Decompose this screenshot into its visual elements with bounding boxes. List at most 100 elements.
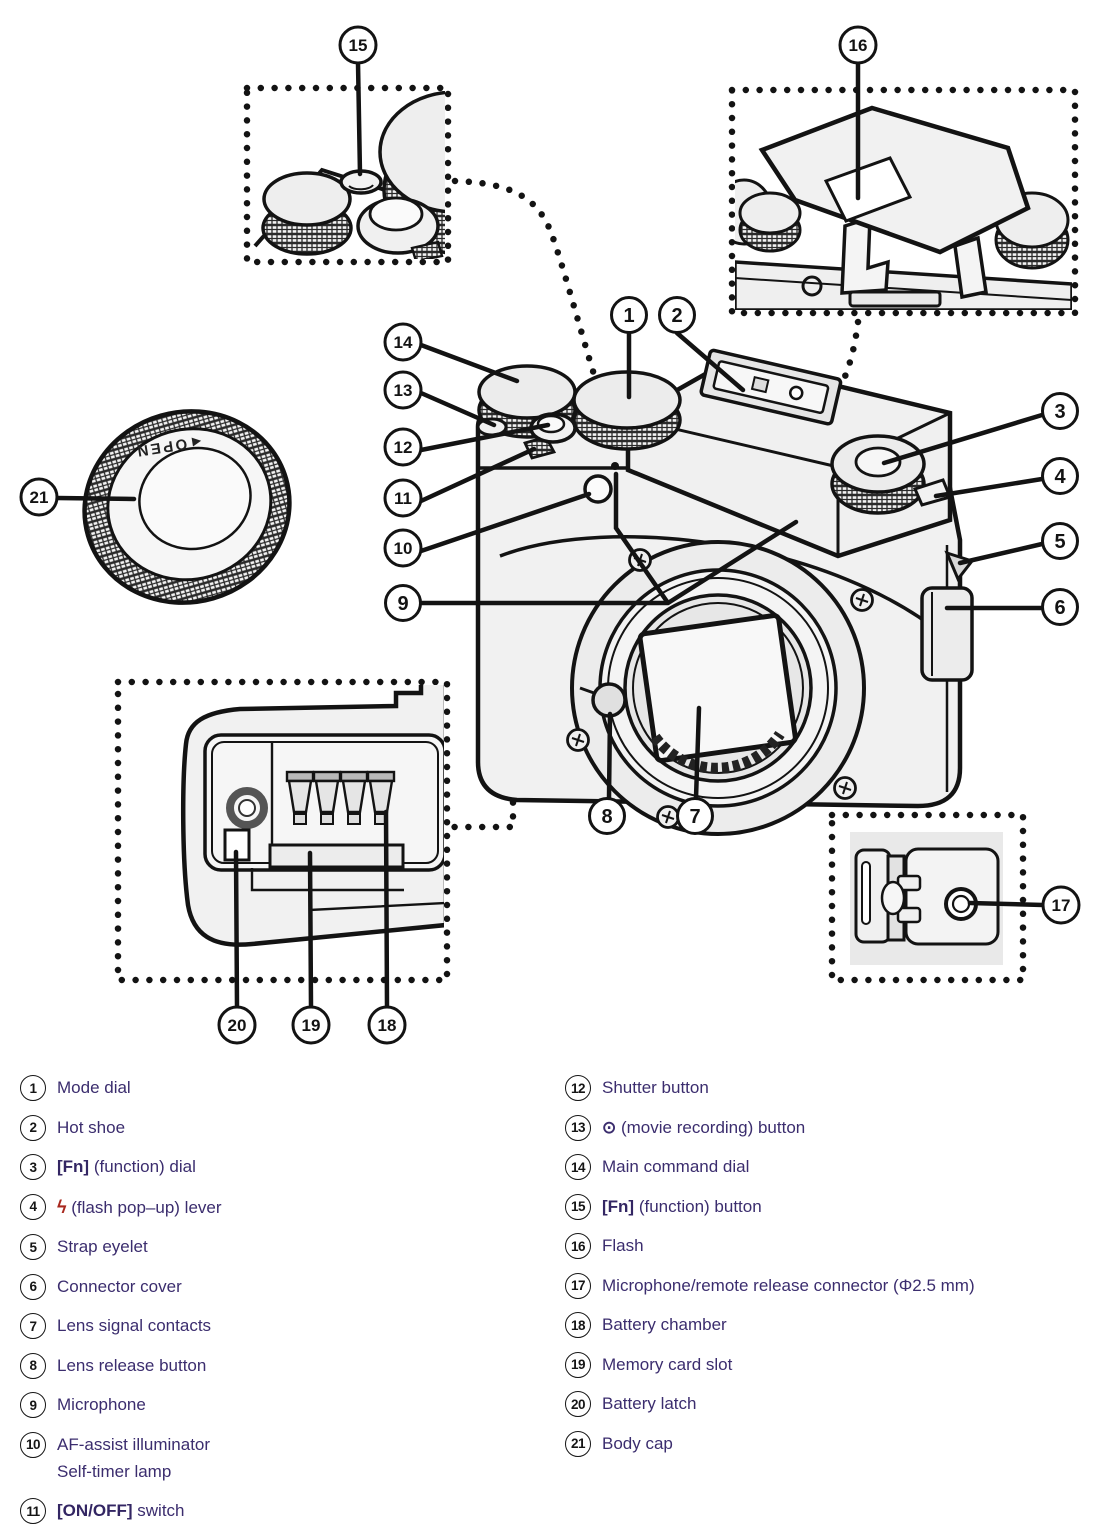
legend-number-badge: 4	[20, 1193, 46, 1220]
inset-top-dials	[253, 91, 445, 259]
legend-item-13: 13 ⊙ (movie recording) button	[565, 1114, 1097, 1141]
legend-label: Lens release button	[57, 1355, 207, 1375]
legend-label: Flash	[602, 1236, 644, 1255]
legend-number-badge: 15	[565, 1193, 591, 1220]
svg-text:6: 6	[1054, 597, 1065, 619]
legend-number-badge: 10	[20, 1431, 46, 1458]
legend-label: [Fn] (function) dial	[57, 1157, 196, 1176]
top-plate-controls	[476, 364, 975, 682]
svg-text:1: 1	[623, 305, 634, 327]
legend-number-badge: 13	[565, 1114, 591, 1141]
legend-label-line2: Self-timer lamp	[57, 1461, 172, 1481]
callout-21: 21	[19, 477, 59, 517]
tripod-socket	[226, 787, 268, 829]
inset-connector	[850, 832, 1003, 965]
shutter-button	[536, 414, 566, 434]
legend-label: Microphone	[57, 1395, 146, 1414]
legend-item-6: 6 Connector cover	[20, 1273, 552, 1300]
svg-text:8: 8	[601, 806, 612, 828]
lens-signal-contacts	[650, 730, 785, 774]
legend-label: Shutter button	[602, 1078, 709, 1097]
inset-box-battery	[114, 678, 451, 984]
legend-label: Strap eyelet	[57, 1237, 148, 1256]
legend-label: [Fn] (function) button	[602, 1196, 762, 1216]
inset-flash	[735, 105, 1072, 310]
legend-number-badge: 7	[20, 1313, 46, 1339]
legend-number-badge: 8	[20, 1352, 46, 1379]
legend-item-16: 16 Flash	[565, 1233, 1097, 1259]
leader-lines	[54, 60, 1046, 1010]
legend-number-badge: 18	[565, 1312, 591, 1338]
callout-12: 12	[383, 427, 423, 467]
callout-7: 7	[676, 797, 714, 835]
svg-text:2: 2	[671, 305, 682, 327]
svg-text:16: 16	[849, 36, 868, 55]
camera-parts-diagram: ◄OPEN	[19, 25, 1081, 1045]
legend-number-badge: 20	[565, 1391, 591, 1417]
svg-text:3: 3	[1054, 401, 1065, 423]
trail-top-dials	[451, 177, 604, 398]
svg-text:18: 18	[378, 1016, 397, 1035]
image-sensor	[637, 613, 798, 763]
lens-mount	[566, 462, 874, 836]
legend-label: ⊙ (movie recording) button	[602, 1115, 805, 1141]
legend-number-badge: 16	[565, 1233, 591, 1259]
svg-text:12: 12	[394, 438, 413, 457]
legend-item-8: 8 Lens release button	[20, 1352, 552, 1379]
af-assist-illuminator	[583, 474, 613, 504]
legend-label: Main command dial	[602, 1157, 750, 1176]
legend-number-badge: 6	[20, 1273, 46, 1300]
flash-popup-lever	[912, 478, 953, 507]
svg-text:14: 14	[394, 333, 413, 352]
legend-label: Body cap	[602, 1433, 673, 1453]
svg-text:4: 4	[1054, 466, 1066, 488]
inset-battery	[180, 685, 444, 947]
callout-5: 5	[1041, 522, 1079, 560]
callout-11: 11	[383, 478, 423, 518]
svg-text:5: 5	[1054, 531, 1065, 553]
legend-number-badge: 2	[20, 1114, 46, 1141]
legend-item-17: 17 Microphone/remote release connector (Φ…	[565, 1272, 1097, 1299]
legend-label: Connector cover	[57, 1276, 182, 1296]
legend-number-badge: 9	[20, 1392, 46, 1418]
callout-1: 1	[610, 296, 648, 334]
legend-item-15: 15 [Fn] (function) button	[565, 1193, 1097, 1220]
legend-number-badge: 11	[20, 1498, 46, 1524]
legend-label: Memory card slot	[602, 1354, 733, 1374]
callout-9: 9	[384, 584, 422, 622]
legend-number-badge: 5	[20, 1234, 46, 1260]
inset-box-top-dials	[243, 84, 452, 266]
callout-15: 15	[338, 25, 378, 65]
hot-shoe	[699, 348, 843, 426]
battery-contacts	[285, 770, 396, 825]
callout-14: 14	[383, 322, 423, 362]
connector-cover	[920, 586, 974, 682]
flash-bolt-icon: ϟ	[57, 1196, 67, 1217]
body-cap: ◄OPEN	[82, 409, 292, 605]
legend-label: Battery chamber	[602, 1315, 727, 1334]
flash-window	[823, 156, 913, 223]
svg-text:19: 19	[302, 1016, 321, 1035]
legend-item-19: 19 Memory card slot	[565, 1351, 1097, 1378]
svg-text:11: 11	[394, 489, 412, 508]
svg-text:15: 15	[349, 36, 368, 55]
legend-item-3: 3[Fn] (function) dial	[20, 1154, 552, 1180]
microphone-hole-left	[611, 462, 619, 470]
legend-number-badge: 17	[565, 1272, 591, 1299]
legend-label: Microphone/remote release connector (Φ2.…	[602, 1275, 975, 1295]
legend-label: ϟ (flash pop–up) lever	[57, 1194, 222, 1221]
callouts: 1 2 3 4 5 6 7 8 9 10 11 12 13 14 15 16 1…	[19, 25, 1081, 1045]
fn-dial-center	[854, 446, 902, 478]
svg-text:9: 9	[397, 593, 408, 615]
legend-number-badge: 19	[565, 1351, 591, 1378]
legend-item-5: 5 Strap eyelet	[20, 1234, 552, 1260]
callout-10: 10	[383, 528, 423, 568]
